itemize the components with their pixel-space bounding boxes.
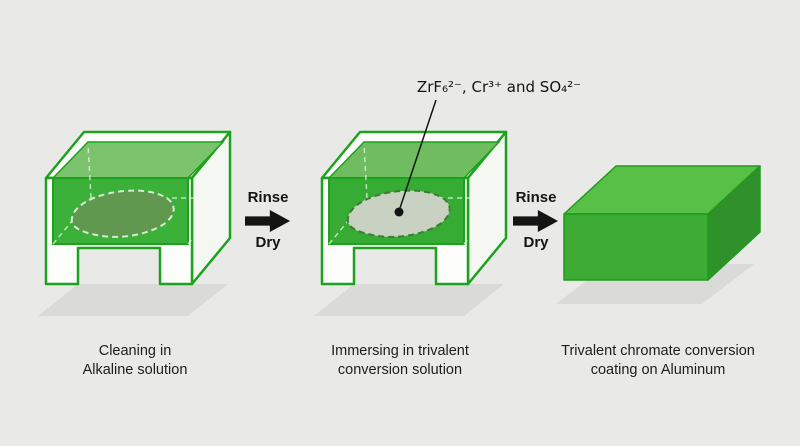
dry-label: Dry — [523, 233, 549, 251]
chemical-species-label: ZrF₆²⁻, Cr³⁺ and SO₄²⁻ — [416, 78, 582, 96]
step-caption-cleaning: Cleaning in Alkaline solution — [82, 343, 188, 379]
step-caption-coating: Trivalent chromate conversion coating on… — [561, 343, 755, 379]
tank-shadow — [314, 284, 504, 316]
tank-shadow — [38, 284, 228, 316]
rinse-label: Rinse — [247, 189, 289, 206]
step-caption-immersing: Immersing in trivalent conversion soluti… — [331, 343, 469, 379]
aluminum-part-blob — [70, 189, 175, 238]
conversion-tank-diagram — [314, 130, 508, 316]
cleaning-tank-diagram — [38, 130, 232, 316]
coated-part-diagram — [556, 165, 761, 304]
arrow-right-icon — [513, 209, 559, 232]
dry-label: Dry — [255, 233, 281, 251]
process-step-arrow: Rinse Dry — [238, 189, 298, 251]
rinse-label: Rinse — [515, 189, 557, 206]
process-step-arrow: Rinse Dry — [506, 189, 566, 251]
arrow-right-icon — [245, 209, 291, 232]
box-front-face — [563, 213, 709, 281]
